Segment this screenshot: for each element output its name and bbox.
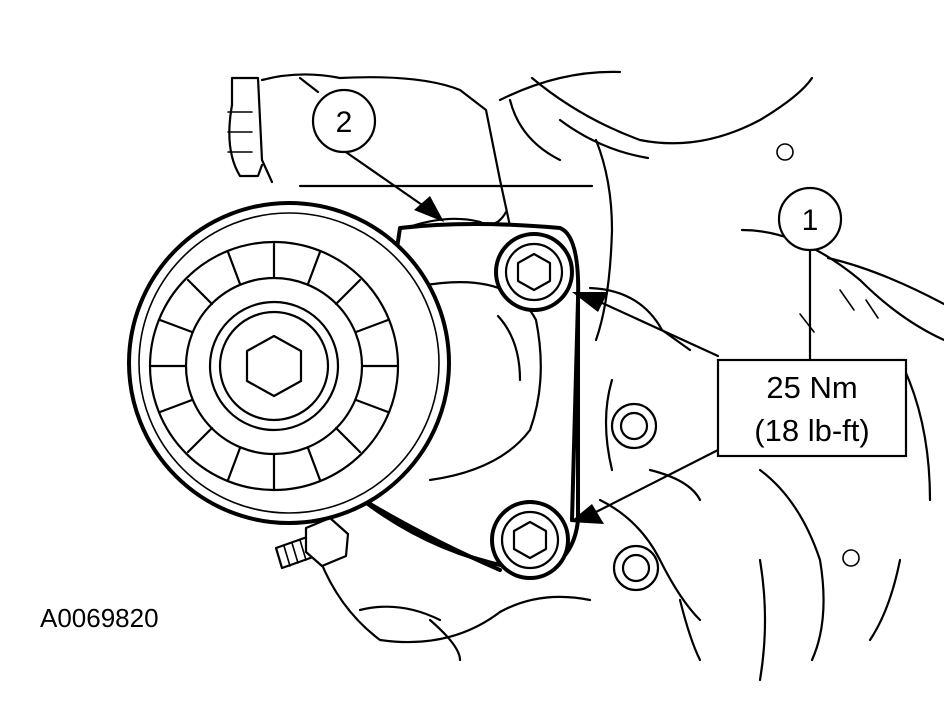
torque-imperial: (18 lb-ft) xyxy=(754,413,869,448)
figure-id: A0069820 xyxy=(40,603,159,633)
callout-2: 2 xyxy=(311,88,377,154)
arrow-lower-bolt xyxy=(570,504,604,524)
pulley-hex-bolt xyxy=(245,334,303,398)
stud-bolt xyxy=(274,516,350,570)
torque-spec-box: 25 Nm (18 lb-ft) xyxy=(716,358,908,458)
tensioner-pulley xyxy=(127,201,451,525)
callout-1-label: 1 xyxy=(802,204,819,237)
lower-mounting-bolt xyxy=(490,500,570,580)
callout-1: 1 xyxy=(777,186,843,252)
arrow-callout-2 xyxy=(414,196,444,222)
torque-metric: 25 Nm xyxy=(766,370,857,405)
engine-casting xyxy=(227,70,944,682)
upper-mounting-bolt xyxy=(494,232,574,312)
callout-2-label: 2 xyxy=(336,106,353,139)
arrow-upper-bolt xyxy=(572,292,608,312)
pulley-spokes xyxy=(148,242,400,492)
